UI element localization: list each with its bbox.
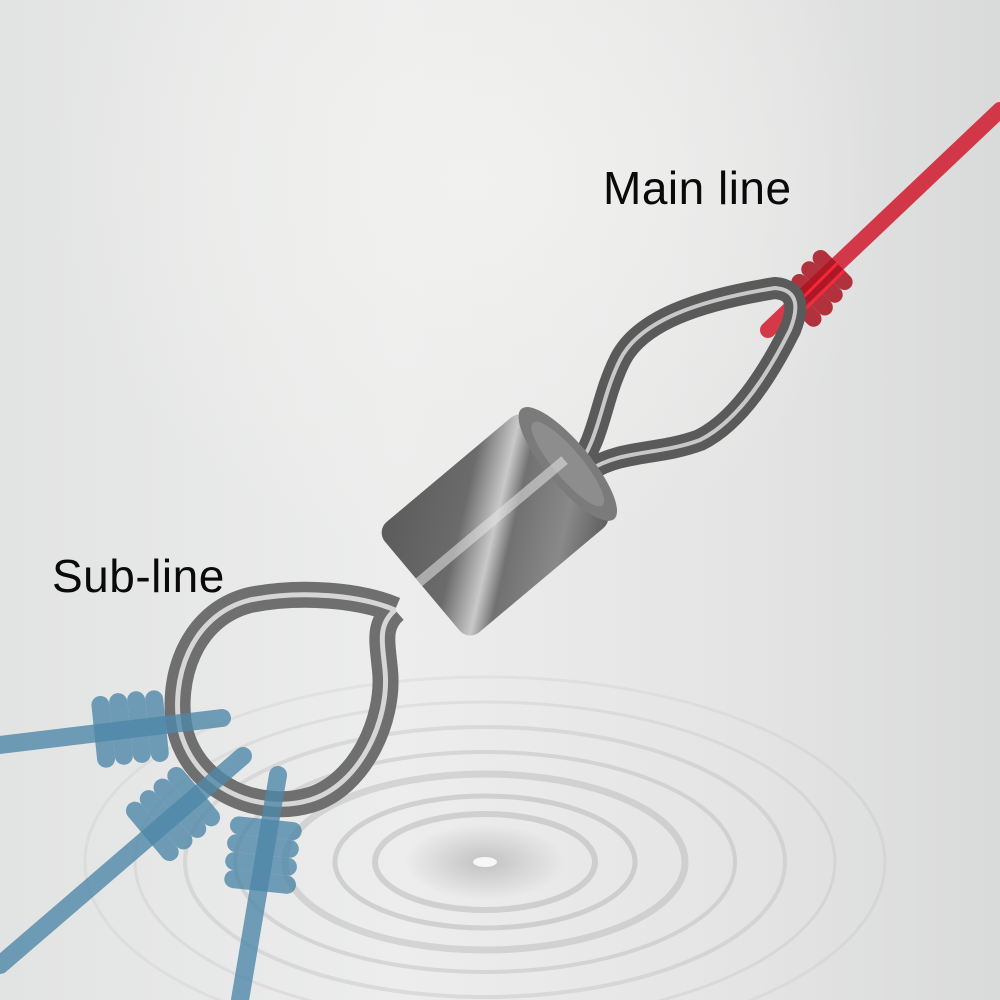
sub-line-1	[0, 690, 231, 768]
sub-line-3	[224, 766, 302, 1000]
sub-line-2	[0, 747, 252, 974]
main-line-label: Main line	[603, 162, 792, 214]
sub-line-label: Sub-line	[52, 550, 225, 602]
swivel-barrel	[381, 406, 618, 636]
sub-lines	[0, 690, 302, 1000]
upper-eye	[566, 277, 807, 480]
